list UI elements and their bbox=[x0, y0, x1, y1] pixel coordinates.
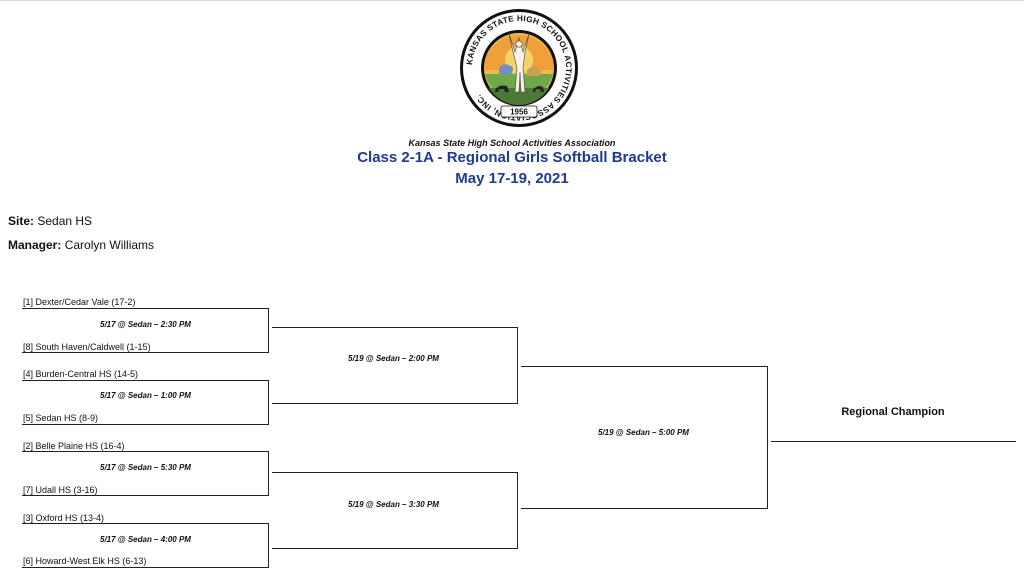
champion-line bbox=[771, 441, 1016, 442]
bracket-connector-r1-game1 bbox=[268, 308, 269, 353]
team-seed-1: [1] Dexter/Cedar Vale (17-2) bbox=[23, 297, 136, 307]
bracket-line-r2-top-b bbox=[272, 403, 517, 404]
event-dates: May 17-19, 2021 bbox=[455, 170, 569, 187]
bracket-line-team-5 bbox=[22, 424, 268, 425]
team-seed-5: [5] Sedan HS (8-9) bbox=[23, 413, 99, 423]
bracket-line-final-b bbox=[521, 508, 767, 509]
bracket-line-r2-bottom-b bbox=[272, 548, 517, 549]
game-r2-2-schedule: 5/19 @ Sedan – 3:30 PM bbox=[348, 500, 439, 509]
bracket-line-team-6 bbox=[22, 567, 268, 568]
team-seed-6: [6] Howard-West Elk HS (6-13) bbox=[23, 556, 147, 566]
game-r1-3-schedule: 5/17 @ Sedan – 5:30 PM bbox=[100, 463, 191, 472]
site-info: Site: Sedan HS bbox=[8, 214, 92, 228]
bracket-connector-r1-game3 bbox=[268, 451, 269, 496]
site-label: Site: bbox=[8, 214, 35, 228]
organization-name: Kansas State High School Activities Asso… bbox=[408, 138, 616, 148]
game-final-schedule: 5/19 @ Sedan – 5:00 PM bbox=[598, 428, 689, 437]
bracket-line-r2-bottom-a bbox=[272, 472, 517, 473]
bracket-line-team-2 bbox=[22, 451, 268, 452]
top-divider bbox=[0, 0, 1024, 1]
manager-value: Carolyn Williams bbox=[64, 238, 155, 252]
bracket-line-team-8 bbox=[22, 352, 268, 353]
game-r1-2-schedule: 5/17 @ Sedan – 1:00 PM bbox=[100, 391, 191, 400]
game-r1-1-schedule: 5/17 @ Sedan – 2:30 PM bbox=[100, 320, 191, 329]
regional-champion-label: Regional Champion bbox=[841, 406, 945, 418]
bracket-connector-r1-game2 bbox=[268, 380, 269, 425]
manager-label: Manager: bbox=[8, 238, 62, 252]
bracket-connector-r2-game1 bbox=[517, 327, 518, 404]
bracket-line-team-7 bbox=[22, 495, 268, 496]
page-title: Class 2-1A - Regional Girls Softball Bra… bbox=[357, 149, 667, 166]
game-r2-1-schedule: 5/19 @ Sedan – 2:00 PM bbox=[348, 354, 439, 363]
bracket-line-team-4 bbox=[22, 380, 268, 381]
bracket-line-final-a bbox=[521, 366, 767, 367]
seal-year: 1956 bbox=[510, 108, 528, 117]
site-value: Sedan HS bbox=[37, 214, 93, 228]
bracket-connector-r1-game4 bbox=[268, 523, 269, 568]
bracket-line-r2-top-a bbox=[272, 327, 517, 328]
bracket-connector-r2-game2 bbox=[517, 472, 518, 549]
team-seed-2: [2] Belle Plaine HS (16-4) bbox=[23, 441, 125, 451]
manager-info: Manager: Carolyn Williams bbox=[8, 238, 154, 252]
khsaa-seal-logo: KANSAS STATE HIGH SCHOOL ACTIVITIES ASSO… bbox=[460, 9, 578, 127]
game-r1-4-schedule: 5/17 @ Sedan – 4:00 PM bbox=[100, 535, 191, 544]
bracket-connector-final bbox=[767, 366, 768, 509]
team-seed-7: [7] Udall HS (3-16) bbox=[23, 485, 98, 495]
bracket-line-team-1 bbox=[22, 308, 268, 309]
team-seed-8: [8] South Haven/Caldwell (1-15) bbox=[23, 342, 151, 352]
team-seed-4: [4] Burden-Central HS (14-5) bbox=[23, 369, 139, 379]
team-seed-3: [3] Oxford HS (13-4) bbox=[23, 513, 105, 523]
bracket-line-team-3 bbox=[22, 523, 268, 524]
